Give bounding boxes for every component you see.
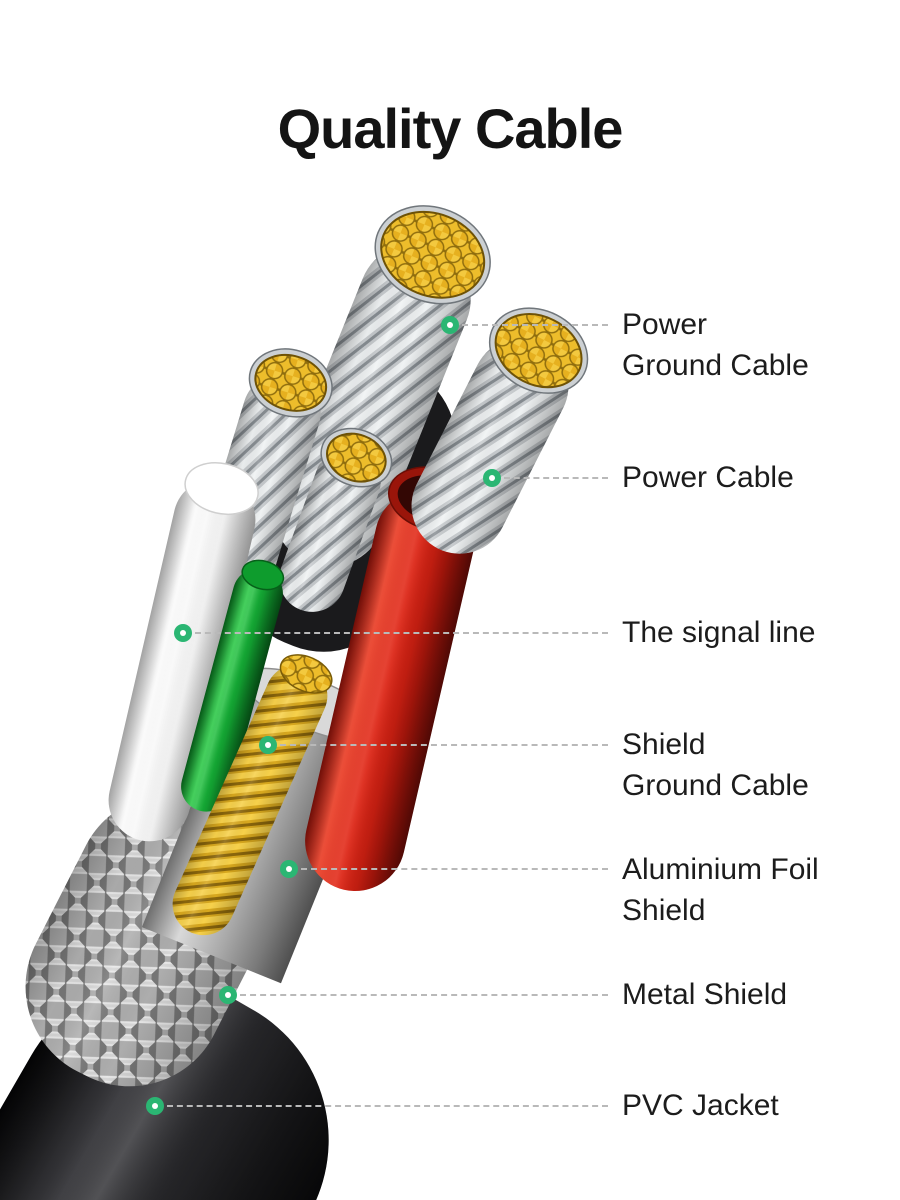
power-cable-label: Power Cable bbox=[622, 461, 794, 494]
signal-line-leader-line bbox=[195, 632, 608, 634]
pvc-jacket-shape bbox=[0, 980, 329, 1200]
power-ground-cable-dot bbox=[441, 316, 459, 334]
signal-line-white-wire bbox=[108, 462, 259, 842]
pvc-jacket-dot bbox=[146, 1097, 164, 1115]
pvc-jacket-label: PVC Jacket bbox=[622, 1089, 779, 1122]
signal-line-green-wire bbox=[181, 559, 285, 812]
aluminium-foil-shield-label: Aluminium Foil Shield bbox=[622, 853, 819, 927]
power-cable-dot bbox=[483, 469, 501, 487]
aluminium-foil-shield-dot bbox=[280, 860, 298, 878]
shield-ground-cable-wire bbox=[172, 654, 333, 936]
metal-shield-label: Metal Shield bbox=[622, 978, 788, 1011]
stranded-wire-middle bbox=[279, 427, 393, 612]
shield-ground-cable-dot bbox=[259, 736, 277, 754]
signal-line-label: The signal line bbox=[622, 616, 816, 649]
power-cable-strands bbox=[411, 307, 589, 554]
shield-ground-cable-leader-line bbox=[280, 744, 608, 746]
metal-shield-dot bbox=[219, 986, 237, 1004]
pvc-jacket-leader-line bbox=[167, 1105, 608, 1107]
power-ground-cable-label: Power Ground Cable bbox=[622, 308, 809, 382]
power-cable-leader-line bbox=[504, 477, 608, 479]
metal-shield-leader-line bbox=[240, 994, 608, 996]
page-title: Quality Cable bbox=[277, 96, 624, 160]
power-ground-cable-leader-line bbox=[462, 324, 608, 326]
shield-ground-cable-label: Shield Ground Cable bbox=[622, 728, 809, 802]
aluminium-foil-shield-leader-line bbox=[301, 868, 608, 870]
signal-line-dot bbox=[174, 624, 192, 642]
